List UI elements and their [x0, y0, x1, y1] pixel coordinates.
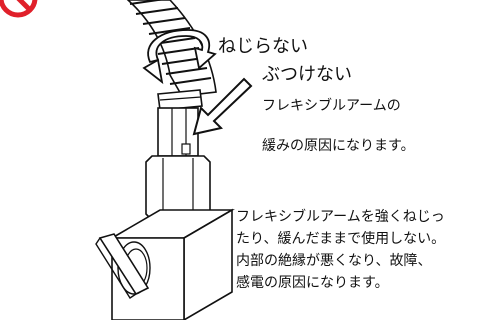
loosening-note-line-2: 緩みの原因になります。 — [262, 138, 415, 154]
warning-text: フレキシブルアームを強くねじっ たり、緩んだままで使用しない。 内部の絶縁が悪く… — [236, 206, 474, 294]
warning-line-2: たり、緩んだままで使用しない。 — [236, 231, 446, 247]
flexible-arm — [126, 0, 217, 97]
base-lever — [95, 233, 150, 299]
upper-hex-nut — [157, 107, 199, 157]
warning-line-1: フレキシブルアームを強くねじっ — [236, 209, 445, 225]
prohibition-icon — [0, 0, 38, 18]
warning-line-3: 内部の絶縁が悪くなり、故障、 — [236, 253, 432, 269]
arm-collar — [157, 89, 203, 111]
loosening-note-line-1: フレキシブルアームの — [262, 98, 401, 114]
rotate-arrow-icon — [142, 29, 217, 85]
warning-line-4: 感電の原因になります。 — [236, 275, 389, 291]
hit-label: ぶつけない — [262, 64, 352, 85]
push-arrow-icon — [192, 77, 253, 136]
twist-label: ねじらない — [218, 36, 308, 57]
